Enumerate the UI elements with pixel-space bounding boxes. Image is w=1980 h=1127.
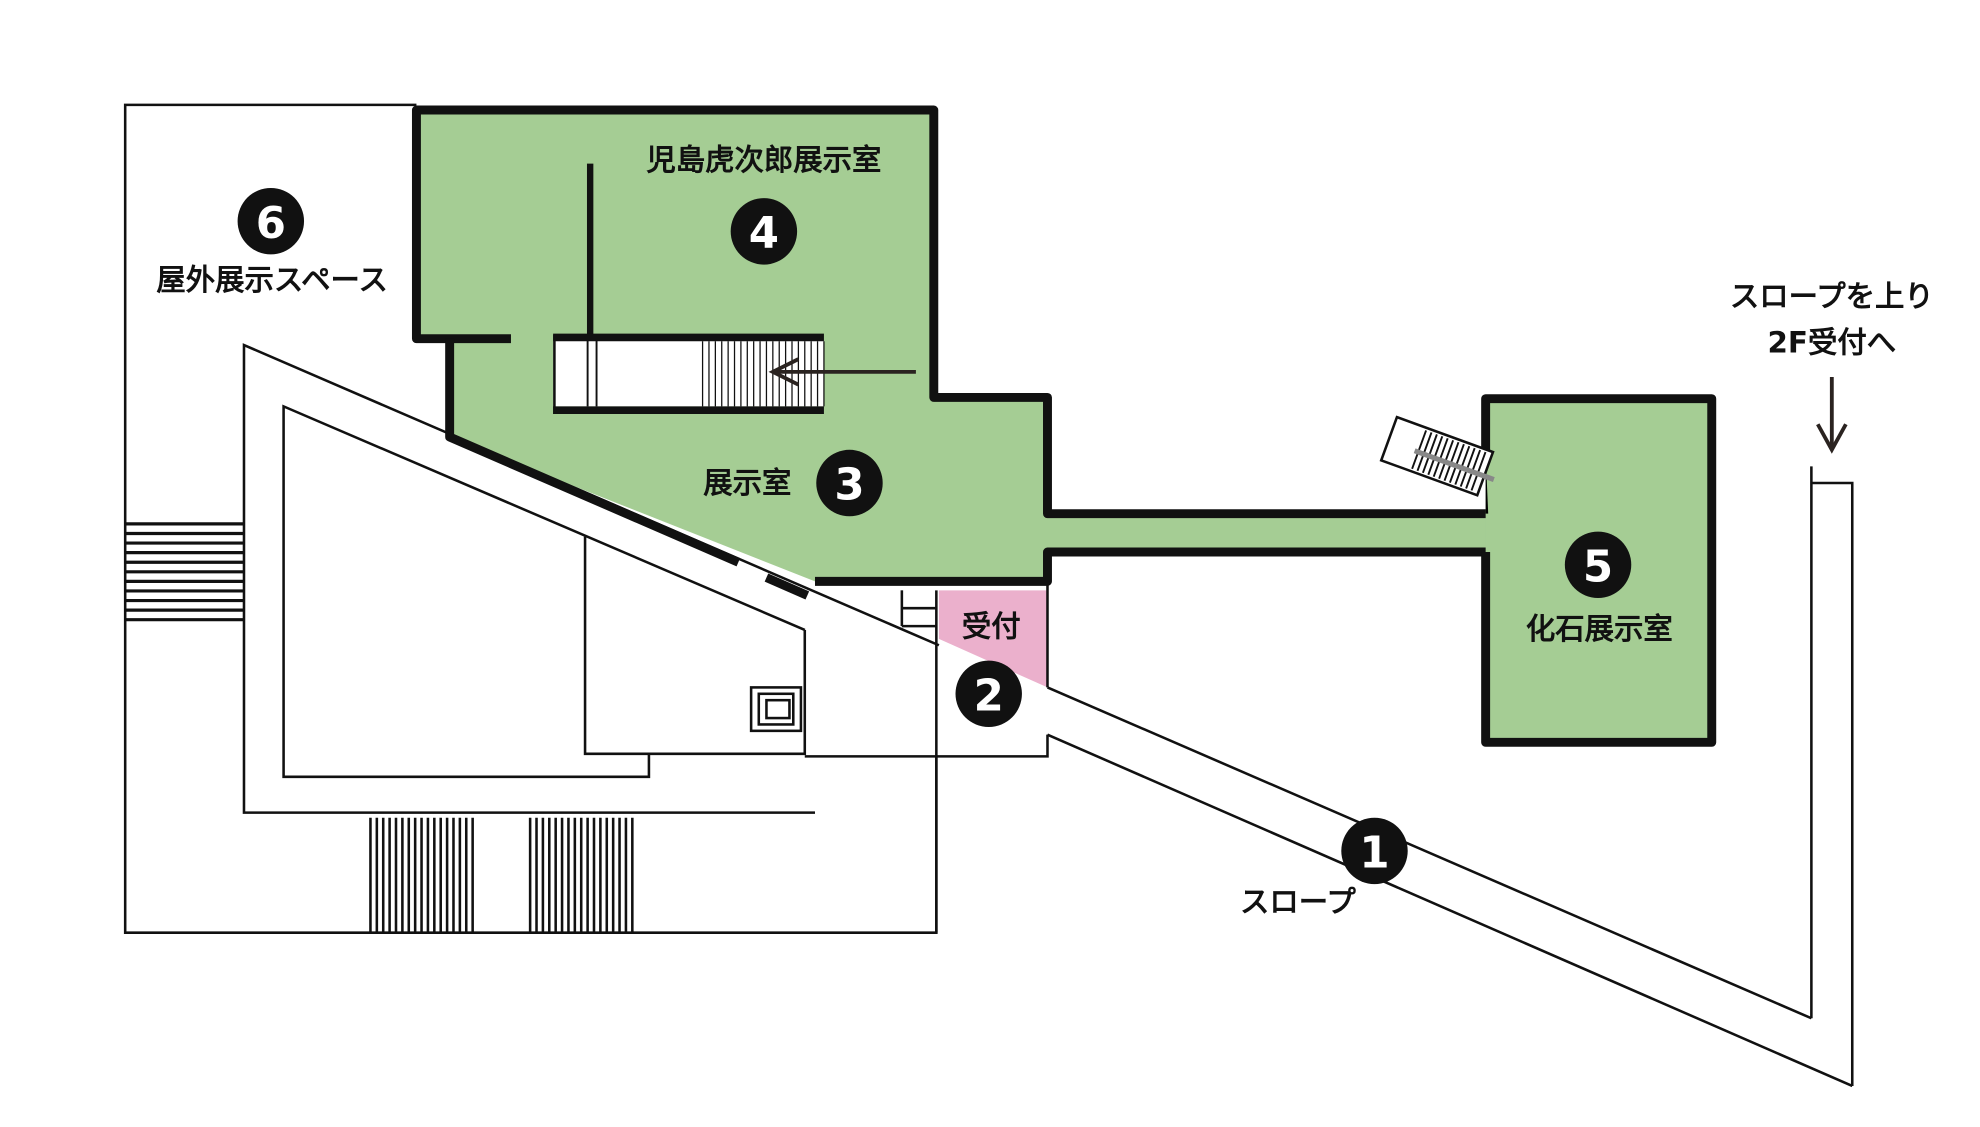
outdoor-stairs-left	[125, 522, 244, 622]
elevator-icon	[749, 686, 803, 733]
stair-step	[1449, 443, 1465, 483]
arrow-down-icon	[1816, 376, 1848, 454]
area-4[interactable]: 4 児島虎次郎展示室	[646, 143, 881, 265]
area-6[interactable]: 6 屋外展示スペース	[156, 187, 388, 297]
stair-step	[1422, 434, 1438, 474]
stair-step	[1465, 449, 1481, 489]
area-3[interactable]: 3 展示室	[703, 449, 883, 517]
stair-step	[1427, 436, 1444, 476]
exhibit-room-5[interactable]	[1379, 394, 1717, 747]
area-1[interactable]: 1 スロープ	[1240, 817, 1408, 920]
reception-area[interactable]	[938, 590, 1048, 688]
stair-step	[1432, 437, 1449, 478]
area-3-number: 3	[834, 461, 864, 511]
area-4-number: 4	[749, 209, 779, 259]
area-1-number: 1	[1359, 829, 1389, 879]
stair-step	[1470, 451, 1487, 491]
area-4-label: 児島虎次郎展示室	[646, 143, 881, 177]
direction-note: スロープを上り 2F受付へ	[1730, 280, 1934, 360]
area-6-number: 6	[256, 199, 286, 249]
area-1-label: スロープ	[1240, 885, 1356, 919]
stair-step	[1438, 439, 1454, 480]
outdoor-stairs-bottom	[369, 817, 634, 933]
exhibit-room-3-4[interactable]	[416, 110, 1489, 582]
area-5-number: 5	[1583, 542, 1613, 592]
area-3-label: 展示室	[703, 466, 791, 500]
area-6-label: 屋外展示スペース	[156, 263, 387, 297]
stair-step	[1416, 432, 1433, 472]
direction-note-line1: スロープを上り	[1730, 280, 1934, 314]
arrow-left-icon	[768, 357, 916, 387]
area-2[interactable]: 2 受付	[955, 609, 1022, 728]
room5-staircase	[1379, 415, 1495, 497]
direction-note-line2: 2F受付へ	[1767, 326, 1896, 360]
area-5-label: 化石展示室	[1526, 612, 1673, 646]
area-2-label: 受付	[962, 609, 1021, 643]
area-5[interactable]: 5 化石展示室	[1526, 531, 1673, 646]
stair-step	[1454, 445, 1471, 485]
area-2-number: 2	[974, 671, 1004, 721]
inner-staircase	[553, 333, 825, 415]
exhibit-walls	[411, 105, 1489, 600]
stair-step	[1411, 430, 1427, 470]
stair-step	[1459, 447, 1476, 487]
stair-step	[1443, 441, 1460, 481]
